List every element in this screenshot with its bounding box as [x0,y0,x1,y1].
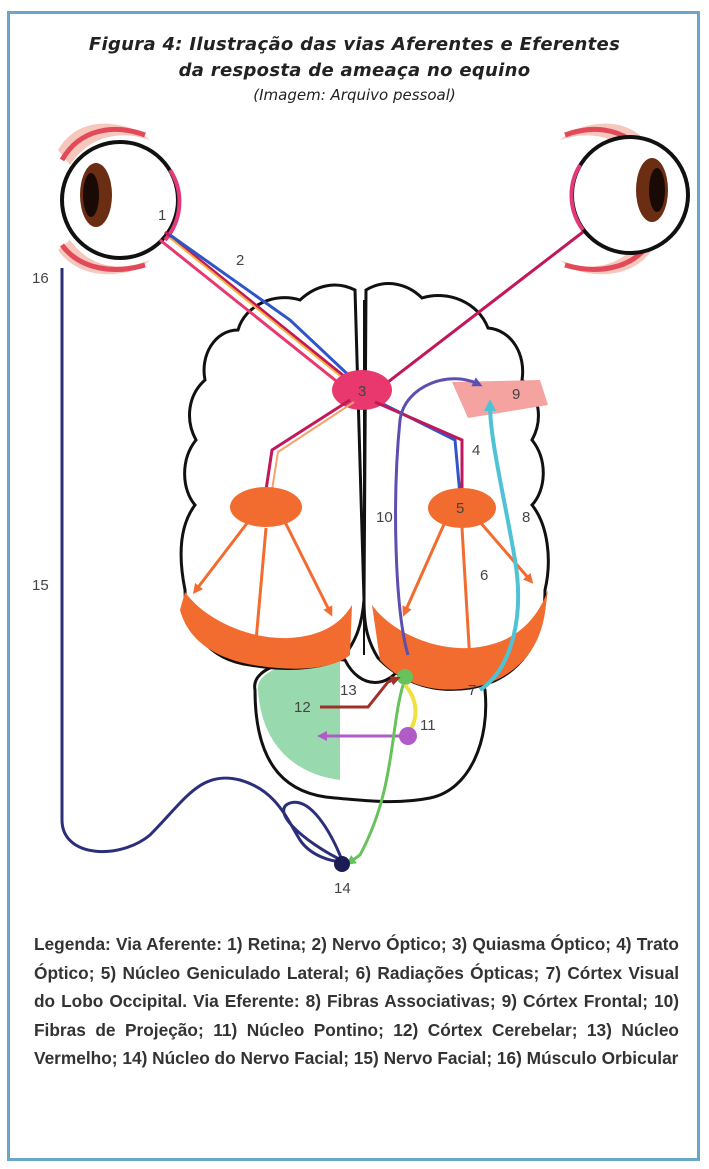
label-4: 4 [472,442,480,459]
right-eye [560,124,688,275]
label-9: 9 [512,386,520,403]
label-14: 14 [334,880,351,897]
label-1: 1 [158,207,166,224]
red-nucleus [397,669,413,685]
label-8: 8 [522,509,530,526]
pontine-nucleus [399,727,417,745]
threat-response-diagram: 1 2 3 4 5 6 7 8 9 10 11 12 13 14 15 16 [0,0,709,930]
left-eye [58,124,179,275]
label-16: 16 [32,270,49,287]
label-6: 6 [480,567,488,584]
label-7: 7 [468,682,476,699]
label-12: 12 [294,699,311,716]
legend-text: Legenda: Via Aferente: 1) Retina; 2) Ner… [34,930,679,1073]
label-11: 11 [420,717,436,734]
label-13: 13 [340,682,357,699]
label-10: 10 [376,509,393,526]
label-5: 5 [456,500,464,517]
left-hemisphere [181,285,364,668]
label-3: 3 [358,383,366,400]
left-lgn [230,487,302,527]
label-15: 15 [32,577,49,594]
facial-nucleus [334,856,350,872]
label-2: 2 [236,252,244,269]
